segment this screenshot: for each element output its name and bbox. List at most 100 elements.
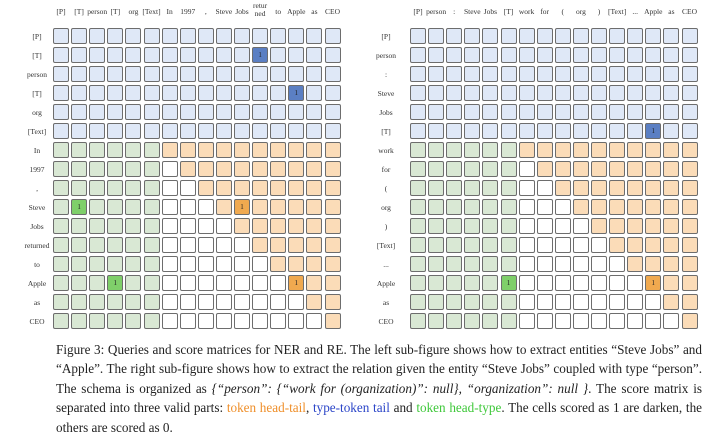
re-cell <box>518 85 535 101</box>
caption-text-2: . The score matrix is separated into thr… <box>56 380 702 416</box>
re-cell <box>428 104 445 120</box>
ner-cell <box>197 180 214 196</box>
re-cell <box>663 218 680 234</box>
ner-row-label: , <box>36 184 38 193</box>
ner-cell <box>288 28 305 44</box>
ner-cell <box>197 123 214 139</box>
caption-text-1: Figure 3: Queries and score matrices for… <box>56 342 702 396</box>
ner-cell <box>215 180 232 196</box>
re-cell <box>681 294 698 310</box>
re-cell <box>500 180 517 196</box>
ner-col-label: Jobs <box>235 7 249 16</box>
re-cell <box>500 237 517 253</box>
re-cell <box>500 142 517 158</box>
re-cell <box>428 142 445 158</box>
ner-cell <box>161 66 178 82</box>
re-cell <box>591 47 607 63</box>
ner-cell <box>89 85 106 101</box>
ner-cell <box>252 256 269 272</box>
ner-cell <box>89 142 106 158</box>
re-cell <box>645 313 662 329</box>
ner-cell <box>107 294 124 310</box>
re-cell <box>518 47 535 63</box>
ner-cell <box>270 142 287 158</box>
ner-cell <box>143 123 160 139</box>
re-cell <box>645 161 662 177</box>
ner-cell <box>161 180 178 196</box>
caption-head-type: token head-type <box>416 400 502 416</box>
re-cell-value: 1 <box>651 279 656 287</box>
ner-cell <box>53 142 69 158</box>
ner-cell <box>288 104 305 120</box>
ner-col-label: In <box>166 7 173 16</box>
ner-cell <box>324 256 341 272</box>
ner-cell <box>107 180 124 196</box>
re-cell <box>464 313 481 329</box>
ner-cell <box>71 104 88 120</box>
re-cell <box>500 28 517 44</box>
re-col-label: for <box>540 7 550 16</box>
ner-cell <box>234 47 250 63</box>
re-cell <box>428 123 445 139</box>
re-cell <box>645 199 662 215</box>
ner-cell <box>215 237 232 253</box>
ner-cell <box>270 161 287 177</box>
re-cell <box>464 237 481 253</box>
ner-row-label: [Text] <box>27 127 47 136</box>
ner-cell <box>197 218 214 234</box>
re-cell <box>428 180 445 196</box>
ner-cell <box>53 66 69 82</box>
re-cell <box>627 66 644 82</box>
re-cell <box>609 237 626 253</box>
re-cell <box>627 47 644 63</box>
ner-cell-marked <box>252 47 269 63</box>
re-col-label: ( <box>561 7 565 16</box>
ner-cell <box>288 123 305 139</box>
ner-cell <box>143 180 160 196</box>
re-cell <box>554 313 571 329</box>
ner-cell <box>252 275 269 291</box>
re-cell <box>464 28 481 44</box>
ner-cell <box>324 161 341 177</box>
ner-cell <box>324 218 341 234</box>
ner-cell-value: 1 <box>113 279 118 287</box>
ner-cell <box>306 85 323 101</box>
re-cell <box>410 180 426 196</box>
ner-cell <box>197 256 214 272</box>
ner-cell <box>161 237 178 253</box>
ner-cell <box>143 47 160 63</box>
ner-cell <box>53 180 69 196</box>
ner-cell <box>89 28 106 44</box>
ner-cell <box>288 142 305 158</box>
ner-cell <box>143 313 160 329</box>
caption-type-token: type-token tail <box>312 400 390 416</box>
ner-cell <box>179 256 196 272</box>
re-cell <box>428 275 445 291</box>
re-row-label: [Text] <box>376 241 396 250</box>
ner-cell <box>161 313 178 329</box>
re-cell <box>663 47 680 63</box>
re-cell <box>627 104 644 120</box>
re-cell <box>482 199 499 215</box>
re-cell <box>663 313 680 329</box>
ner-row-label: as <box>33 298 41 307</box>
re-cell <box>663 104 680 120</box>
ner-cell <box>89 313 106 329</box>
ner-cell <box>324 313 341 329</box>
ner-cell <box>161 294 178 310</box>
ner-cell <box>89 180 106 196</box>
re-cell <box>500 294 517 310</box>
ner-cell <box>71 237 88 253</box>
ner-cell-value: 1 <box>294 89 299 97</box>
re-cell <box>627 199 644 215</box>
ner-cell <box>252 313 269 329</box>
re-cell <box>591 294 607 310</box>
ner-cell-value: 1 <box>77 203 81 211</box>
re-cell <box>645 104 662 120</box>
re-row-label: person <box>376 51 396 60</box>
ner-cell <box>270 47 287 63</box>
re-cell <box>518 123 535 139</box>
re-cell <box>591 85 607 101</box>
re-col-label: : <box>453 7 456 16</box>
